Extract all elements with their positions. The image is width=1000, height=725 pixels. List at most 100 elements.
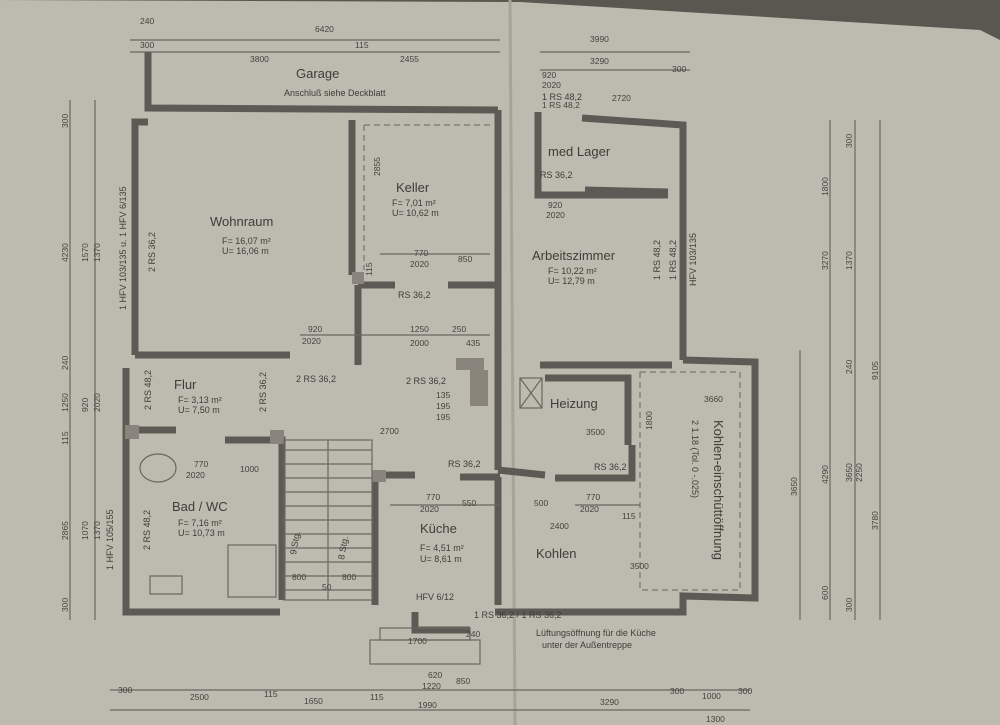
- dim-b3290: 3290: [600, 697, 619, 707]
- dim-r300: 300: [844, 134, 854, 148]
- dim-2855: 2855: [372, 157, 382, 176]
- window-label-w12: 2 RS 48,2: [142, 510, 152, 550]
- room-wohnraum-name: Wohnraum: [210, 214, 273, 229]
- dim-435: 435: [466, 338, 480, 348]
- dim-2020b: 2020: [410, 259, 429, 269]
- dim-top-wall: 240: [140, 16, 154, 26]
- dimension-labels: 240 6420 300 3800 115 2455 3990 3290 300…: [60, 16, 880, 724]
- room-bad-perimeter: U= 10,73 m: [178, 528, 225, 538]
- dim-195b: 195: [436, 412, 450, 422]
- dim-770c: 770: [426, 492, 440, 502]
- room-wohnraum-perimeter: U= 16,06 m: [222, 246, 269, 256]
- dim-2020g: 2020: [580, 504, 599, 514]
- dim-top-right-300: 300: [672, 64, 686, 74]
- dim-1700: 1700: [408, 636, 427, 646]
- dim-920b: 920: [548, 200, 562, 210]
- dim-top-right-3290: 3290: [590, 56, 609, 66]
- dim-195a: 195: [436, 401, 450, 411]
- window-label-w9: 1 RS 48,2: [652, 240, 662, 280]
- dim-2700: 2700: [380, 426, 399, 436]
- dim-b2500: 2500: [190, 692, 209, 702]
- dim-l300b: 300: [60, 598, 70, 612]
- room-garage-note: Anschluß siehe Deckblatt: [284, 88, 386, 98]
- window-label-w16: HFV 103/135: [688, 233, 698, 286]
- dim-3660: 3660: [704, 394, 723, 404]
- dim-800a: 800: [292, 572, 306, 582]
- paper-fold: [508, 0, 517, 725]
- dim-240b: 240: [466, 629, 480, 639]
- dim-l1370b: 1370: [92, 521, 102, 540]
- dim-l1570: 1570: [80, 243, 90, 262]
- window-label-w7: 2 RS 48,2: [143, 370, 153, 410]
- dim-top-total: 6420: [315, 24, 334, 34]
- dim-3500a: 3500: [586, 427, 605, 437]
- room-med-lager-name: med Lager: [548, 144, 611, 159]
- room-arbeitszimmer-area: F= 10,22 m²: [548, 266, 597, 276]
- room-kohlen-opening-note: 2 1.18 (Tol. 0 -.025): [690, 420, 700, 498]
- dim-top-right-3990: 3990: [590, 34, 609, 44]
- fixtures: [139, 124, 741, 665]
- dim-2020e: 2020: [186, 470, 205, 480]
- dim-l2865: 2865: [60, 521, 70, 540]
- room-bad-area: F= 7,16 m²: [178, 518, 222, 528]
- dim-770d: 770: [586, 492, 600, 502]
- dim-2400: 2400: [550, 521, 569, 531]
- stair-label-a: 9 Stg.: [288, 530, 302, 555]
- dim-l240: 240: [60, 356, 70, 370]
- room-kohlen-opening-name: Kohlen-einschüttöffnung: [711, 420, 726, 560]
- dim-r3780: 3780: [870, 511, 880, 530]
- window-label-w1: 2 RS 36,2: [147, 232, 157, 272]
- room-kueche-area: F= 4,51 m²: [420, 543, 464, 553]
- dim-920a: 920: [542, 70, 556, 80]
- room-flur-area: F= 3,13 m²: [178, 395, 222, 405]
- room-keller-name: Keller: [396, 180, 430, 195]
- dim-2000: 2000: [410, 338, 429, 348]
- window-label-w4: 2 RS 36,2: [296, 374, 336, 384]
- window-label-w3: RS 36,2: [540, 170, 573, 180]
- room-bad-name: Bad / WC: [172, 499, 228, 514]
- dim-top-115: 115: [355, 40, 369, 50]
- room-keller-area: F= 7,01 m²: [392, 198, 436, 208]
- dim-620: 620: [428, 670, 442, 680]
- dim-2720: 2720: [612, 93, 631, 103]
- dim-1rs: 1 RS 48,2: [542, 100, 580, 110]
- window-label-w18: RS 36,2: [594, 462, 627, 472]
- dim-l4230: 4230: [60, 243, 70, 262]
- dim-b115a: 115: [264, 689, 278, 699]
- dim-r3270: 3270: [820, 251, 830, 270]
- dim-r1800: 1800: [820, 177, 830, 196]
- dim-r9105: 9105: [870, 361, 880, 380]
- dim-920c: 920: [308, 324, 322, 334]
- room-wohnraum-area: F= 16,07 m²: [222, 236, 271, 246]
- room-garage-name: Garage: [296, 66, 339, 81]
- dim-250: 250: [452, 324, 466, 334]
- dim-770a: 770: [414, 248, 428, 258]
- dim-115k: 115: [364, 262, 374, 276]
- window-label-w17: 2 RS 36,2: [258, 372, 268, 412]
- dim-2020a: 2020: [542, 80, 561, 90]
- dim-550: 550: [462, 498, 476, 508]
- dim-850a: 850: [458, 254, 472, 264]
- dim-l300: 300: [60, 114, 70, 128]
- room-kueche-perimeter: U= 8,61 m: [420, 554, 462, 564]
- window-label-w11: 1 HFV 105/155: [105, 509, 115, 570]
- dim-r3650: 3650: [789, 477, 799, 496]
- staircase: [283, 439, 373, 601]
- note-lueftung-line1: Lüftungsöffnung für die Küche: [536, 628, 656, 638]
- dim-b115b: 115: [370, 692, 384, 702]
- dim-2020c: 2020: [546, 210, 565, 220]
- dim-l1370: 1370: [92, 243, 102, 262]
- note-lueftung-line2: unter der Außentreppe: [542, 640, 632, 650]
- dim-l1070: 1070: [80, 521, 90, 540]
- dim-r3650b: 3650: [844, 463, 854, 482]
- dim-3500b: 3500: [630, 561, 649, 571]
- dim-b1650: 1650: [304, 696, 323, 706]
- dim-top-2455: 2455: [400, 54, 419, 64]
- room-flur-perimeter: U= 7,50 m: [178, 405, 220, 415]
- room-arbeitszimmer-perimeter: U= 12,79 m: [548, 276, 595, 286]
- window-label-w6: RS 36,2: [448, 459, 481, 469]
- dim-top-left: 300: [140, 40, 154, 50]
- dimension-lines: [69, 39, 881, 711]
- stair-label-b: 8 Stg.: [336, 535, 350, 560]
